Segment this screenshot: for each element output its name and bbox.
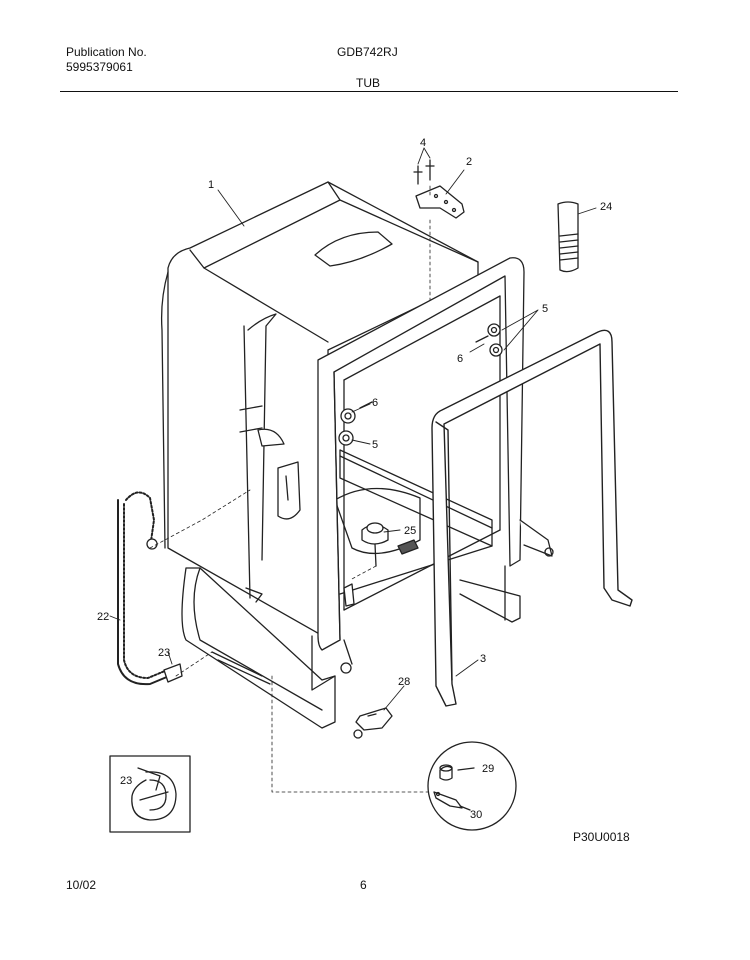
- detail-box-23: [109, 755, 191, 833]
- callout-2: 2: [466, 156, 472, 168]
- part-callouts: 1 2 3 4 5 5 6 6 22 23 23 24 25 28 29 30: [97, 137, 612, 821]
- callout-24: 24: [600, 201, 612, 213]
- header-rule: [60, 91, 678, 92]
- callout-6-upper: 6: [457, 353, 463, 365]
- drain-hose: [117, 491, 175, 686]
- section-title: TUB: [356, 76, 380, 90]
- page-number: 6: [360, 878, 367, 892]
- footer-date: 10/02: [66, 878, 97, 892]
- tub-front-frame: [317, 257, 554, 674]
- callout-4: 4: [420, 137, 426, 149]
- dashed-connectors: [149, 185, 441, 793]
- screws: [413, 159, 435, 185]
- model-number: GDB742RJ: [337, 45, 398, 59]
- hose-clamps: [146, 538, 183, 683]
- callout-28: 28: [398, 676, 410, 688]
- callout-3: 3: [480, 653, 486, 665]
- leveling-leg: [557, 201, 579, 273]
- callout-30: 30: [470, 809, 482, 821]
- door-hinge: [353, 707, 393, 739]
- callout-1: 1: [208, 179, 214, 191]
- callout-6-lower: 6: [372, 397, 378, 409]
- callout-29: 29: [482, 763, 494, 775]
- callout-23-detail: 23: [120, 775, 132, 787]
- mounting-bracket: [415, 185, 465, 219]
- leader-lines: [109, 147, 597, 711]
- drawing-code: P30U0018: [573, 830, 630, 844]
- detail-circle-29-30: [427, 741, 517, 831]
- spray-arm-nut: [343, 522, 419, 607]
- callout-25: 25: [404, 525, 416, 537]
- callout-23: 23: [158, 647, 170, 659]
- tub-base-frame: [181, 565, 521, 729]
- grommets: [338, 323, 503, 446]
- callout-22: 22: [97, 611, 109, 623]
- door-gasket: [431, 329, 633, 707]
- callout-5-lower: 5: [372, 439, 378, 451]
- publication-number: 5995379061: [66, 60, 133, 74]
- publication-label: Publication No.: [66, 45, 147, 59]
- callout-5-upper: 5: [542, 303, 548, 315]
